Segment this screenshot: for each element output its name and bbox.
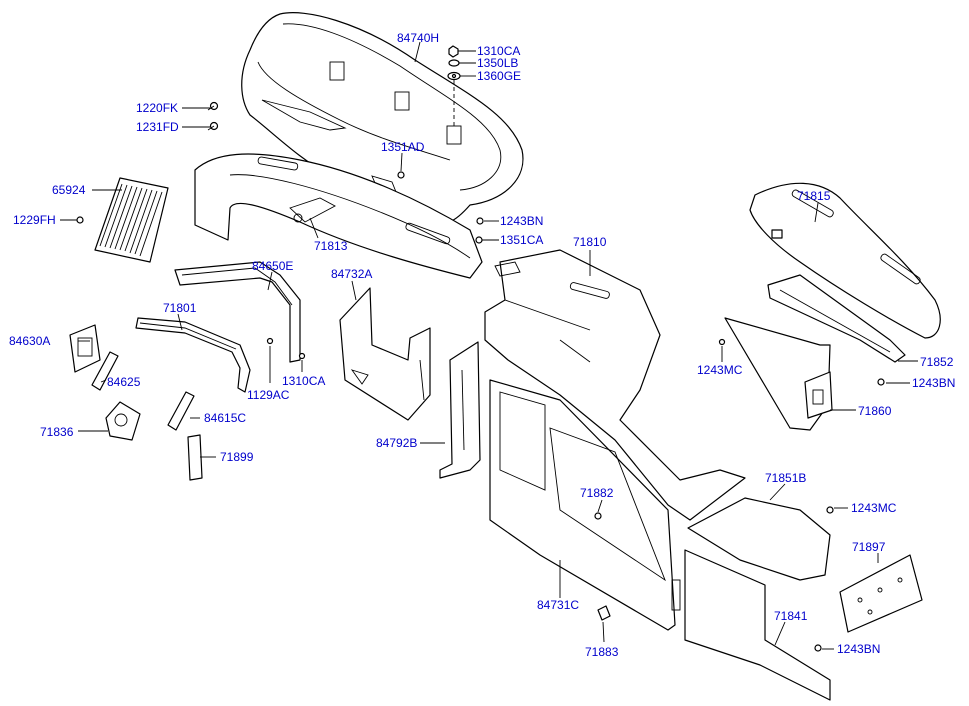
callout-71851b[interactable]: 71851B (765, 471, 806, 485)
callout-71899[interactable]: 71899 (220, 450, 254, 464)
callout-1243bn-bottom[interactable]: 1243BN (837, 642, 880, 656)
callout-1231fd[interactable]: 1231FD (136, 120, 179, 134)
callout-1129ac[interactable]: 1129AC (247, 388, 290, 402)
part-84731c-side-panel (489, 379, 681, 631)
part-71899-plate (187, 434, 203, 481)
callout-1360ge[interactable]: 1360GE (477, 69, 521, 83)
callout-84740h[interactable]: 84740H (397, 31, 439, 45)
fasteners-1310ca-1350lb-1360ge (447, 45, 461, 128)
callout-84732a[interactable]: 84732A (331, 267, 372, 281)
callout-71813[interactable]: 71813 (314, 239, 348, 253)
callout-1220fk[interactable]: 1220FK (136, 101, 178, 115)
part-84630a-clip (69, 324, 101, 373)
callout-1351ca[interactable]: 1351CA (500, 233, 543, 247)
part-71801-bracket (135, 317, 251, 393)
callout-71882[interactable]: 71882 (580, 486, 614, 500)
screws-1220fk-1231fd (207, 101, 219, 131)
part-71813-upper-panel (194, 153, 483, 279)
callout-84792b[interactable]: 84792B (376, 436, 417, 450)
callout-71836[interactable]: 71836 (40, 425, 74, 439)
callout-65924[interactable]: 65924 (52, 183, 86, 197)
callout-71815[interactable]: 71815 (797, 189, 831, 203)
fastener-1351ad (397, 171, 405, 179)
part-71810-center-panel (484, 249, 746, 521)
callout-71897[interactable]: 71897 (852, 540, 886, 554)
part-84650e-bracket (174, 261, 306, 363)
part-84732a-bracket (339, 287, 431, 421)
callout-1310ca[interactable]: 1310CA (477, 44, 520, 58)
callout-71883[interactable]: 71883 (585, 645, 619, 659)
callout-71841[interactable]: 71841 (774, 609, 808, 623)
callout-84625[interactable]: 84625 (107, 375, 141, 389)
callout-1243bn-top[interactable]: 1243BN (500, 214, 543, 228)
part-71897-plate (839, 554, 923, 633)
callout-71860[interactable]: 71860 (858, 404, 892, 418)
callout-1243bn-right[interactable]: 1243BN (912, 376, 955, 390)
part-71860-bracket (718, 317, 885, 431)
part-71836-hinge (105, 401, 141, 441)
leader-lines (60, 41, 918, 650)
part-71852-strip (767, 274, 906, 363)
part-84615c-strip (167, 391, 195, 431)
callout-1310ca-lower[interactable]: 1310CA (282, 374, 325, 388)
callout-71852[interactable]: 71852 (920, 355, 954, 369)
callout-84615c[interactable]: 84615C (204, 411, 246, 425)
screws-1243bn-1351ca (475, 217, 484, 244)
callout-1350lb[interactable]: 1350LB (477, 56, 518, 70)
callout-71810[interactable]: 71810 (573, 235, 607, 249)
part-71815-panel (749, 182, 941, 339)
callout-84630a[interactable]: 84630A (9, 334, 50, 348)
callout-71801[interactable]: 71801 (163, 301, 197, 315)
callout-84650e[interactable]: 84650E (252, 259, 293, 273)
callout-84731c[interactable]: 84731C (537, 598, 579, 612)
part-65924-grille (76, 177, 169, 263)
part-84740h-cluster-hood (241, 12, 524, 224)
part-71841-lower-panel (684, 549, 831, 701)
part-84792b-post (439, 341, 481, 479)
callout-1243mc-upper[interactable]: 1243MC (697, 363, 743, 377)
callout-1351ad[interactable]: 1351AD (381, 140, 425, 154)
part-84625-strip (91, 351, 119, 391)
callout-1229fh[interactable]: 1229FH (13, 213, 56, 227)
part-71851b-cover (687, 497, 834, 581)
callout-1243mc-lower[interactable]: 1243MC (851, 501, 897, 515)
